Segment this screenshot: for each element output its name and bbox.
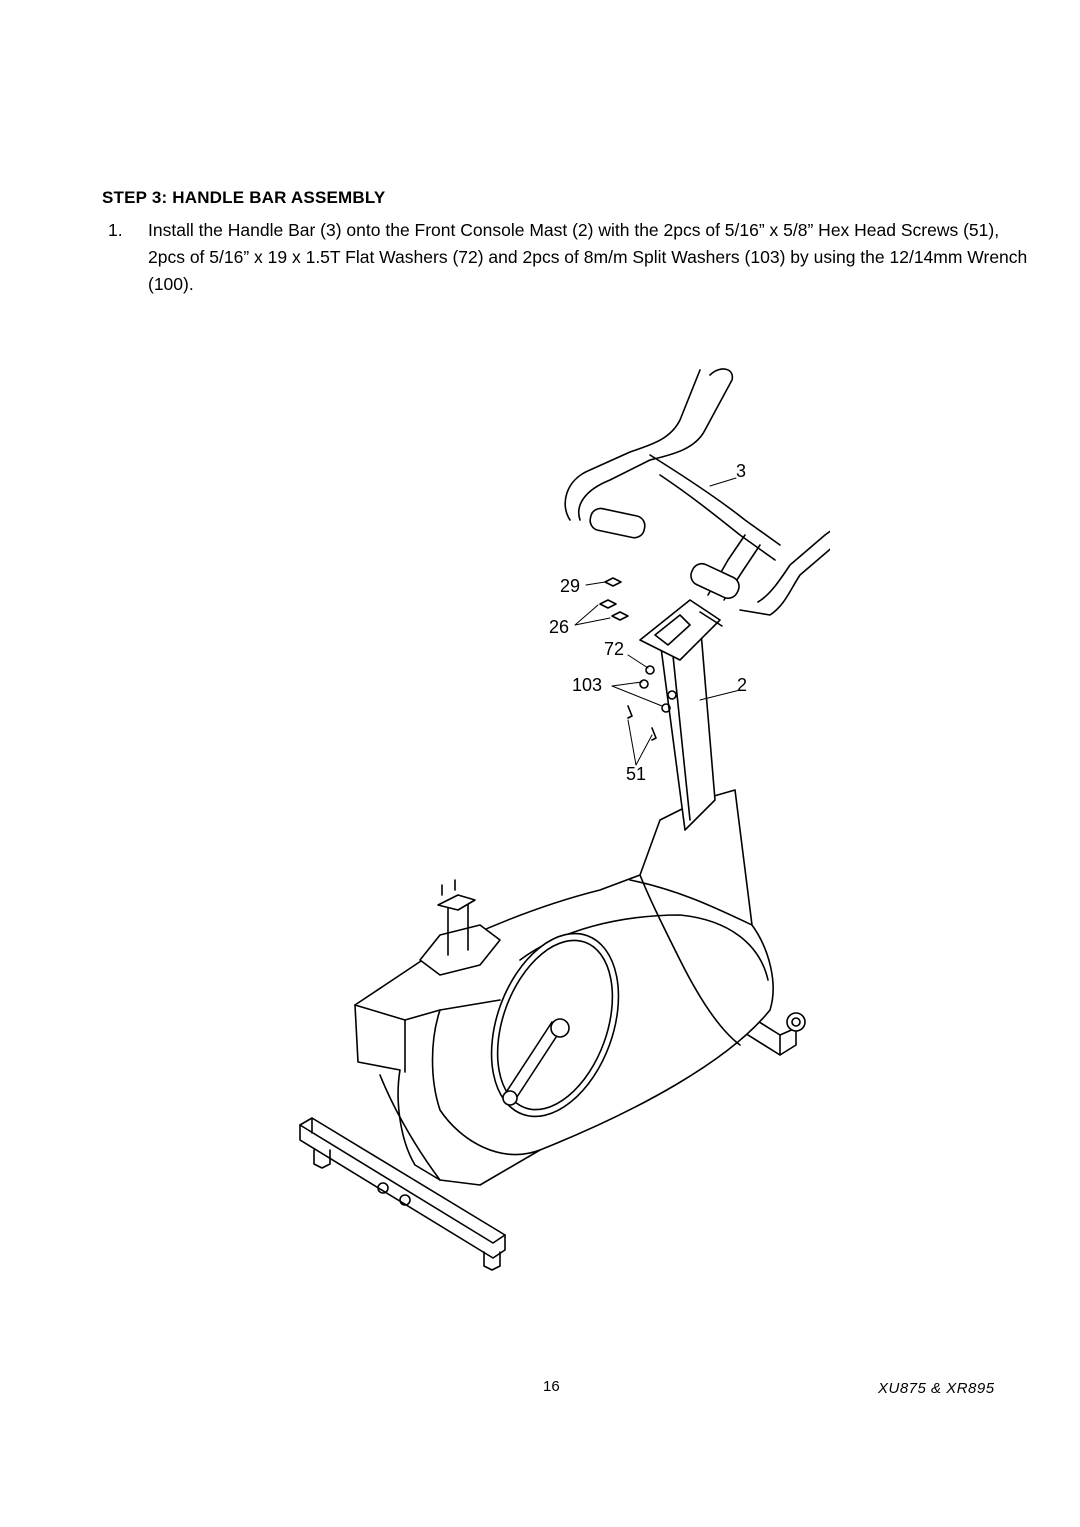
callout-103: 103	[572, 675, 603, 695]
instruction-text: Install the Handle Bar (3) onto the Fron…	[148, 220, 1028, 294]
model-name: XU875 & XR895	[878, 1380, 995, 1397]
page-number: 16	[543, 1378, 560, 1395]
callout-3: 3	[736, 461, 747, 481]
flywheel	[490, 932, 620, 1118]
callout-72: 72	[604, 639, 625, 659]
assembly-diagram	[299, 368, 830, 1271]
callout-51: 51	[626, 764, 647, 784]
callout-26: 26	[549, 617, 570, 637]
step-heading: STEP 3: HANDLE BAR ASSEMBLY	[102, 188, 386, 207]
leader-lines	[574, 477, 741, 766]
callout-2: 2	[737, 675, 748, 695]
seat-post	[419, 879, 501, 976]
instruction-list: 1. Install the Handle Bar (3) onto the F…	[108, 217, 1028, 298]
front-stabilizer	[299, 1117, 506, 1271]
handle-bar	[564, 368, 830, 616]
callout-29: 29	[560, 576, 581, 596]
instruction-number: 1.	[108, 220, 123, 240]
hardware	[599, 577, 677, 741]
console-mast	[639, 599, 723, 831]
instruction-item: 1. Install the Handle Bar (3) onto the F…	[108, 217, 1028, 298]
